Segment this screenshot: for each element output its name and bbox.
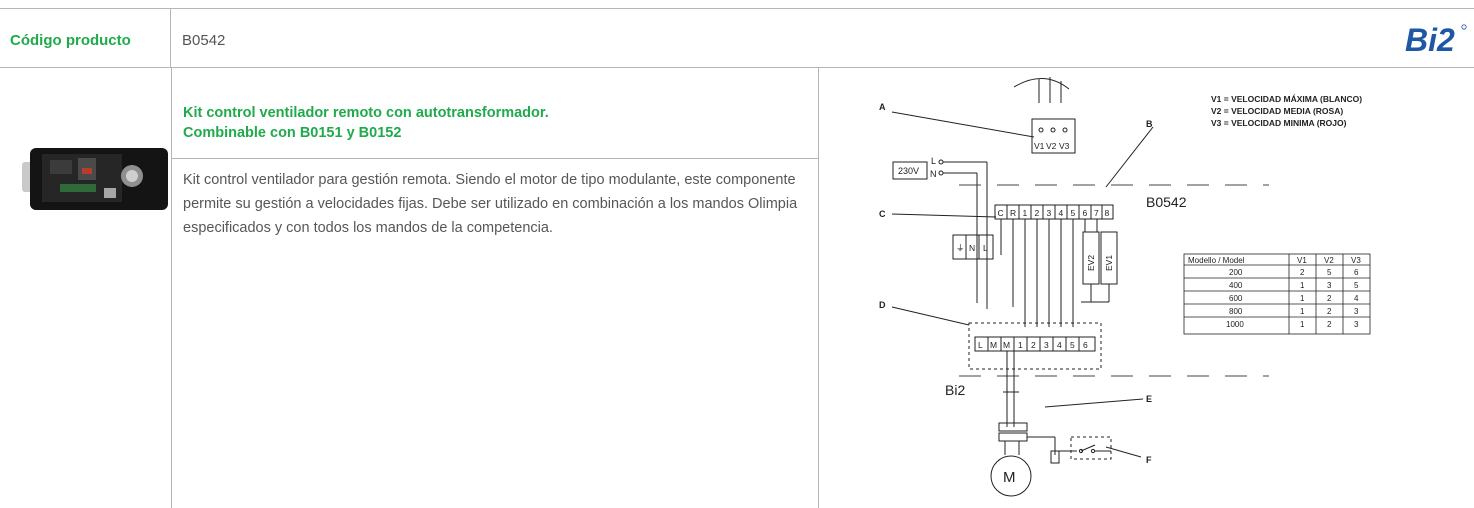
board-terminal: 2 bbox=[1035, 208, 1040, 218]
board-terminal: 4 bbox=[1059, 208, 1064, 218]
table-cell: 4 bbox=[1354, 294, 1359, 303]
valve-ev1-label: EV1 bbox=[1104, 255, 1114, 271]
lower-terminal: M bbox=[990, 340, 997, 350]
board-terminal: C bbox=[998, 208, 1004, 218]
callout-b: B bbox=[1146, 119, 1153, 129]
table-cell: 5 bbox=[1354, 281, 1359, 290]
board-label: B0542 bbox=[1146, 194, 1187, 210]
supply-terminal-n: N bbox=[930, 169, 937, 179]
table-cell: 600 bbox=[1229, 294, 1243, 303]
table-cell: 2 bbox=[1327, 307, 1332, 316]
column-divider-left bbox=[171, 67, 172, 508]
speed-terminal-box bbox=[1031, 118, 1076, 154]
table-cell: 3 bbox=[1354, 307, 1359, 316]
table-cell: 3 bbox=[1327, 281, 1332, 290]
table-cell: 1 bbox=[1300, 320, 1305, 329]
product-title-line-1: Kit control ventilador remoto con autotr… bbox=[183, 105, 549, 121]
main-terminal-board bbox=[994, 204, 1114, 220]
table-cell: 6 bbox=[1354, 268, 1359, 277]
callout-e: E bbox=[1146, 394, 1152, 404]
legend-v2: V2 = VELOCIDAD MEDIA (ROSA) bbox=[1211, 106, 1343, 116]
table-header: V3 bbox=[1351, 256, 1361, 265]
legend-v1: V1 = VELOCIDAD MÁXIMA (BLANCO) bbox=[1211, 94, 1362, 104]
callout-d: D bbox=[879, 300, 886, 310]
supply-block bbox=[952, 234, 994, 260]
valve-ev2-label: EV2 bbox=[1086, 255, 1096, 271]
lower-terminal-board bbox=[974, 336, 1096, 352]
board-terminal: 7 bbox=[1094, 208, 1099, 218]
table-header: V1 bbox=[1297, 256, 1307, 265]
block-terminal-n: N bbox=[969, 243, 975, 253]
header-row: Código producto B0542 Bi2 bbox=[0, 8, 1474, 68]
lower-terminal: 5 bbox=[1070, 340, 1075, 350]
speed-cable-arc bbox=[1013, 78, 1070, 90]
lower-terminal: 1 bbox=[1018, 340, 1023, 350]
product-code-value: B0542 bbox=[182, 32, 226, 49]
board-terminal: 1 bbox=[1023, 208, 1028, 218]
lower-terminal: M bbox=[1003, 340, 1010, 350]
voltage-box bbox=[892, 161, 928, 180]
lower-terminal: 6 bbox=[1083, 340, 1088, 350]
board-terminal: 3 bbox=[1047, 208, 1052, 218]
legend-v3: V3 = VELOCIDAD MINIMA (ROJO) bbox=[1211, 118, 1347, 128]
product-title-line-2: Combinable con B0151 y B0152 bbox=[183, 125, 402, 141]
table-cell: 400 bbox=[1229, 281, 1243, 290]
lower-terminal-frame bbox=[968, 322, 1102, 370]
table-header: V2 bbox=[1324, 256, 1334, 265]
block-terminal-l: L bbox=[983, 243, 988, 253]
column-divider-right bbox=[818, 67, 819, 508]
header-divider bbox=[170, 9, 171, 67]
board-terminal: 8 bbox=[1105, 208, 1110, 218]
block-terminal-earth: ⏚ bbox=[956, 243, 965, 253]
board-terminal: 6 bbox=[1083, 208, 1088, 218]
speed-terminal-v1: V1 bbox=[1034, 141, 1045, 151]
table-cell: 1 bbox=[1300, 294, 1305, 303]
lower-terminal: L bbox=[978, 340, 983, 350]
speed-terminal-v2: V2 bbox=[1046, 141, 1057, 151]
board-terminal: 5 bbox=[1071, 208, 1076, 218]
motor-symbol bbox=[990, 455, 1032, 497]
table-cell: 200 bbox=[1229, 268, 1243, 277]
wiring-diagram: A B C D E F 230V L N V1 V2 V3 B0542 C R … bbox=[879, 77, 1371, 497]
table-cell: 2 bbox=[1300, 268, 1305, 277]
registered-mark bbox=[1461, 24, 1467, 30]
lower-terminal: 4 bbox=[1057, 340, 1062, 350]
voltage-label: 230V bbox=[898, 166, 919, 176]
speed-terminal-v3: V3 bbox=[1059, 141, 1070, 151]
bi2-logo: Bi2 bbox=[1405, 23, 1467, 57]
lower-label: Bi2 bbox=[945, 382, 965, 398]
supply-terminal-l: L bbox=[931, 156, 936, 166]
table-cell: 3 bbox=[1354, 320, 1359, 329]
product-title: Kit control ventilador remoto con autotr… bbox=[183, 103, 803, 143]
table-cell: 2 bbox=[1327, 294, 1332, 303]
table-cell: 5 bbox=[1327, 268, 1332, 277]
table-header: Modello / Model bbox=[1188, 256, 1245, 265]
lower-terminal: 2 bbox=[1031, 340, 1036, 350]
callout-a: A bbox=[879, 102, 886, 112]
table-cell: 1000 bbox=[1226, 320, 1244, 329]
board-terminal: R bbox=[1010, 208, 1016, 218]
table-cell: 1 bbox=[1300, 281, 1305, 290]
title-divider bbox=[172, 158, 818, 159]
speed-table: Modello / Model V1 V2 V3 200 2 5 6 400 1… bbox=[1183, 253, 1371, 335]
lower-terminal: 3 bbox=[1044, 340, 1049, 350]
product-photo bbox=[22, 148, 168, 210]
product-code-label: Código producto bbox=[10, 32, 131, 49]
brand-name: Bi2 bbox=[1405, 23, 1455, 57]
table-cell: 1 bbox=[1300, 307, 1305, 316]
callout-f: F bbox=[1146, 455, 1152, 465]
callout-c: C bbox=[879, 209, 886, 219]
table-cell: 800 bbox=[1229, 307, 1243, 316]
table-cell: 2 bbox=[1327, 320, 1332, 329]
product-description: Kit control ventilador para gestión remo… bbox=[183, 172, 798, 236]
motor-label: M bbox=[1003, 469, 1016, 486]
